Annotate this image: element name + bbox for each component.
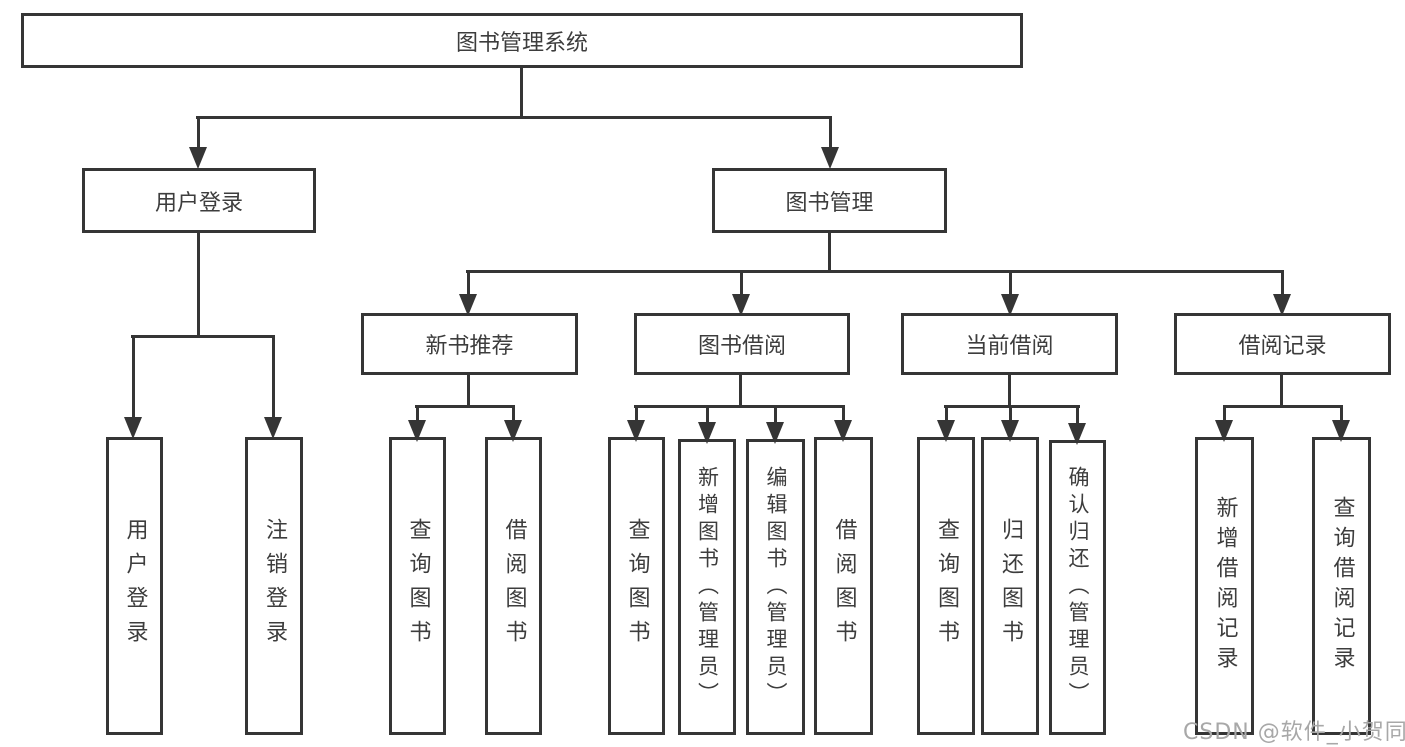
connector-arrow-down-icon	[698, 406, 716, 444]
leaf-borrow-books-borrow: 借阅图书	[814, 437, 873, 735]
leaf-add-books-admin-label: 新增图书（管理员）	[695, 465, 720, 709]
leaf-query-books-current: 查询图书	[917, 437, 975, 735]
leaf-borrow-books-recommend: 借阅图书	[485, 437, 542, 735]
connector-line	[466, 270, 1284, 273]
node-new-book-recommendation-label: 新书推荐	[425, 334, 514, 359]
node-book-management-label: 图书管理	[785, 190, 874, 216]
leaf-query-books-borrow: 查询图书	[608, 437, 665, 735]
leaf-borrow-books-borrow-label: 借阅图书	[831, 518, 857, 654]
leaf-logout: 注销登录	[245, 437, 303, 735]
leaf-confirm-return-admin: 确认归还（管理员）	[1049, 440, 1106, 735]
leaf-add-borrow-record-label: 新增借阅记录	[1212, 496, 1238, 676]
connector-line	[196, 116, 832, 119]
node-current-borrowing-label: 当前借阅	[965, 334, 1054, 359]
connector-line	[828, 233, 831, 273]
connector-arrow-down-icon	[124, 336, 142, 439]
node-root-label: 图书管理系统	[455, 30, 588, 56]
connector-arrow-down-icon	[821, 117, 839, 169]
connector-arrow-down-icon	[504, 406, 522, 442]
connector-arrow-down-icon	[459, 271, 477, 316]
connector-arrow-down-icon	[834, 406, 852, 442]
leaf-add-books-admin: 新增图书（管理员）	[678, 439, 736, 735]
connector-line	[634, 405, 845, 408]
node-user-login: 用户登录	[82, 168, 316, 233]
node-book-management: 图书管理	[712, 168, 947, 233]
node-borrowing-records: 借阅记录	[1174, 313, 1391, 375]
leaf-logout-label: 注销登录	[262, 518, 287, 654]
connector-arrow-down-icon	[1215, 406, 1233, 442]
node-new-book-recommendation: 新书推荐	[361, 313, 578, 375]
connector-arrow-down-icon	[189, 117, 207, 169]
connector-arrow-down-icon	[1273, 271, 1291, 316]
leaf-user-login-label: 用户登录	[122, 518, 148, 654]
connector-arrow-down-icon	[408, 406, 426, 442]
connector-arrow-down-icon	[264, 336, 282, 439]
connector-line	[944, 405, 1080, 408]
leaf-user-login: 用户登录	[106, 437, 163, 735]
connector-line	[415, 405, 515, 408]
csdn-watermark: CSDN @软件_小贺同学	[1183, 720, 1405, 745]
connector-arrow-down-icon	[1001, 271, 1019, 316]
leaf-query-borrow-record: 查询借阅记录	[1312, 437, 1371, 735]
connector-arrow-down-icon	[1332, 406, 1350, 442]
leaf-return-books-label: 归还图书	[998, 518, 1023, 654]
connector-line	[1280, 375, 1283, 408]
node-current-borrowing: 当前借阅	[901, 313, 1118, 375]
leaf-query-borrow-record-label: 查询借阅记录	[1329, 496, 1355, 676]
leaf-return-books: 归还图书	[981, 437, 1039, 735]
connector-line	[197, 233, 200, 338]
leaf-borrow-books-recommend-label: 借阅图书	[501, 518, 527, 654]
connector-arrow-down-icon	[1001, 406, 1019, 442]
connector-line	[1008, 375, 1011, 408]
connector-line	[131, 335, 275, 338]
connector-line	[467, 375, 470, 408]
leaf-query-books-recommend-label: 查询图书	[405, 518, 431, 654]
leaf-query-books-recommend: 查询图书	[389, 437, 446, 735]
leaf-add-borrow-record: 新增借阅记录	[1195, 437, 1254, 735]
connector-arrow-down-icon	[937, 406, 955, 442]
node-borrowing-records-label: 借阅记录	[1238, 334, 1327, 359]
leaf-edit-books-admin: 编辑图书（管理员）	[746, 439, 805, 735]
leaf-confirm-return-admin-label: 确认归还（管理员）	[1066, 466, 1090, 709]
node-book-borrowing: 图书借阅	[634, 313, 850, 375]
connector-line	[739, 375, 742, 408]
node-book-borrowing-label: 图书借阅	[697, 334, 786, 359]
node-user-login-label: 用户登录	[154, 190, 243, 216]
leaf-edit-books-admin-label: 编辑图书（管理员）	[764, 465, 788, 709]
connector-arrow-down-icon	[627, 406, 645, 442]
node-root: 图书管理系统	[21, 13, 1023, 68]
connector-arrow-down-icon	[1068, 406, 1086, 445]
connector-arrow-down-icon	[766, 406, 784, 444]
connector-line	[1223, 405, 1343, 408]
leaf-query-books-borrow-label: 查询图书	[624, 518, 650, 654]
connector-arrow-down-icon	[732, 271, 750, 316]
connector-line	[520, 68, 523, 118]
leaf-query-books-current-label: 查询图书	[934, 518, 959, 654]
